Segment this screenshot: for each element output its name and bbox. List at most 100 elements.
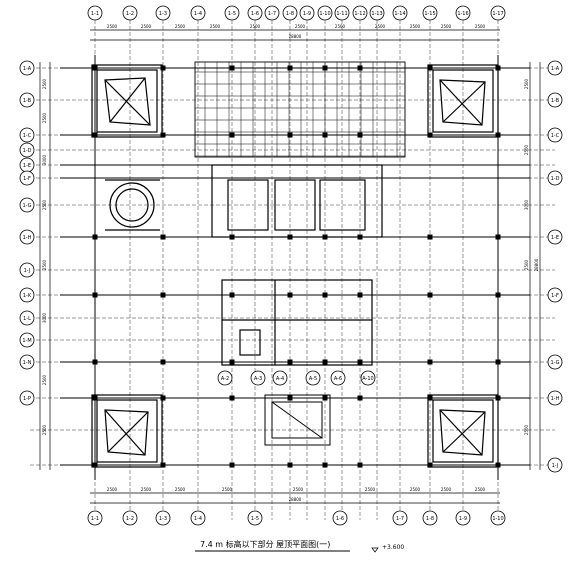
column-post [357, 292, 363, 298]
grid-rows [30, 67, 555, 466]
column-post [92, 359, 98, 365]
svg-text:A-6: A-6 [334, 376, 342, 382]
axis-bubble-inner: A-5 [305, 370, 321, 386]
svg-text:1-8: 1-8 [286, 11, 294, 17]
axis-bubble-left: 1-D [19, 142, 35, 158]
svg-text:1-15: 1-15 [424, 11, 435, 17]
column-post [287, 132, 293, 138]
column-post [427, 132, 433, 138]
svg-text:1-4: 1-4 [194, 516, 202, 522]
column-post [427, 462, 433, 468]
axis-bubble-left: 1-J [19, 262, 35, 278]
column-post [427, 395, 433, 401]
column-post [287, 359, 293, 365]
column-post [357, 359, 363, 365]
round-stair [105, 179, 160, 231]
svg-text:1-F: 1-F [551, 293, 559, 299]
svg-text:1-B: 1-B [23, 98, 32, 104]
axis-bubble-left: 1-E [19, 157, 35, 173]
svg-text:1-16: 1-16 [457, 11, 468, 17]
corner-core-bottom-right [427, 394, 499, 468]
svg-text:1-K: 1-K [23, 293, 32, 299]
axis-bubble-right: 1-H [547, 390, 563, 406]
column-post [495, 132, 501, 138]
dimension-left: 2500 [42, 199, 47, 210]
axis-bubble-left: 1-F [19, 170, 35, 186]
svg-text:1-A: 1-A [551, 66, 560, 72]
svg-text:1-14: 1-14 [394, 11, 405, 17]
column-post [287, 395, 293, 401]
axis-bubble-left: 1-B [19, 92, 35, 108]
column-post [229, 462, 235, 468]
axis-bubble-top: 1-10 [317, 5, 333, 21]
svg-text:1-L: 1-L [23, 316, 31, 322]
elevation-label: +3.600 [382, 544, 404, 551]
column-post [229, 292, 235, 298]
column-post [229, 395, 235, 401]
svg-text:A-2: A-2 [221, 376, 229, 382]
column-post [427, 292, 433, 298]
dimension-total-bottom: 28800 [289, 497, 302, 502]
svg-text:1-D: 1-D [551, 176, 560, 182]
dimension-bottom: 2500 [365, 487, 376, 492]
svg-text:1-F: 1-F [23, 176, 31, 182]
axis-bubble-left: 1-H [19, 229, 35, 245]
axis-bubble-top: 1-17 [490, 5, 506, 21]
axis-bubble-inner: A-6 [330, 370, 346, 386]
column-post [322, 462, 328, 468]
column-post [357, 234, 363, 240]
column-post [160, 462, 166, 468]
axis-bubble-inner: A-10 [360, 370, 376, 386]
axis-bubble-top: 1-15 [422, 5, 438, 21]
axis-bubble-top: 1-7 [264, 5, 280, 21]
corner-core-top-right [427, 64, 499, 138]
svg-text:1-5: 1-5 [228, 11, 236, 17]
column-post [287, 292, 293, 298]
column-post [287, 65, 293, 71]
dimension-left: 3000 [42, 312, 47, 323]
axis-bubble-bottom: 1-6 [332, 510, 348, 526]
axis-bubble-left: 1-P [19, 390, 35, 406]
column-post [322, 65, 328, 71]
axis-bubble-right: 1-C [547, 127, 563, 143]
axis-bubble-inner: A-4 [272, 370, 288, 386]
axis-bubble-inner: A-3 [250, 370, 266, 386]
axis-bubble-right: 1-D [547, 170, 563, 186]
axis-bubble-left: 1-M [19, 332, 35, 348]
svg-text:1-12: 1-12 [354, 11, 365, 17]
column-post [229, 234, 235, 240]
column-post [160, 359, 166, 365]
column-post [357, 65, 363, 71]
column-post [92, 395, 98, 401]
svg-text:1-B: 1-B [551, 98, 560, 104]
svg-text:1-10: 1-10 [319, 11, 330, 17]
dimension-left: 2500 [42, 78, 47, 89]
svg-text:A-5: A-5 [309, 376, 317, 382]
dimension-left: 2500 [42, 112, 47, 123]
svg-text:1-10: 1-10 [492, 516, 503, 522]
column-post [287, 462, 293, 468]
dimension-top: 2500 [335, 24, 346, 29]
axis-bubble-top: 1-1 [87, 5, 103, 21]
column-post [322, 292, 328, 298]
column-post [495, 462, 501, 468]
svg-text:1-4: 1-4 [194, 11, 202, 17]
svg-text:1-N: 1-N [23, 360, 32, 366]
dimension-bottom: 2500 [441, 487, 452, 492]
column-post [160, 234, 166, 240]
column-post [92, 462, 98, 468]
svg-text:1-7: 1-7 [396, 516, 404, 522]
svg-text:1-9: 1-9 [459, 516, 467, 522]
dimension-bottom: 2500 [475, 487, 486, 492]
svg-text:1-7: 1-7 [268, 11, 276, 17]
column-post [357, 132, 363, 138]
axis-bubble-right: 1-B [547, 92, 563, 108]
axis-bubble-bottom: 1-10 [490, 510, 506, 526]
svg-text:1-3: 1-3 [159, 516, 167, 522]
axis-bubble-bottom: 1-4 [190, 510, 206, 526]
axis-bubble-left: 1-K [19, 287, 35, 303]
svg-text:1-C: 1-C [551, 133, 560, 139]
svg-text:1-P: 1-P [23, 396, 31, 402]
svg-text:1-J: 1-J [552, 463, 559, 469]
